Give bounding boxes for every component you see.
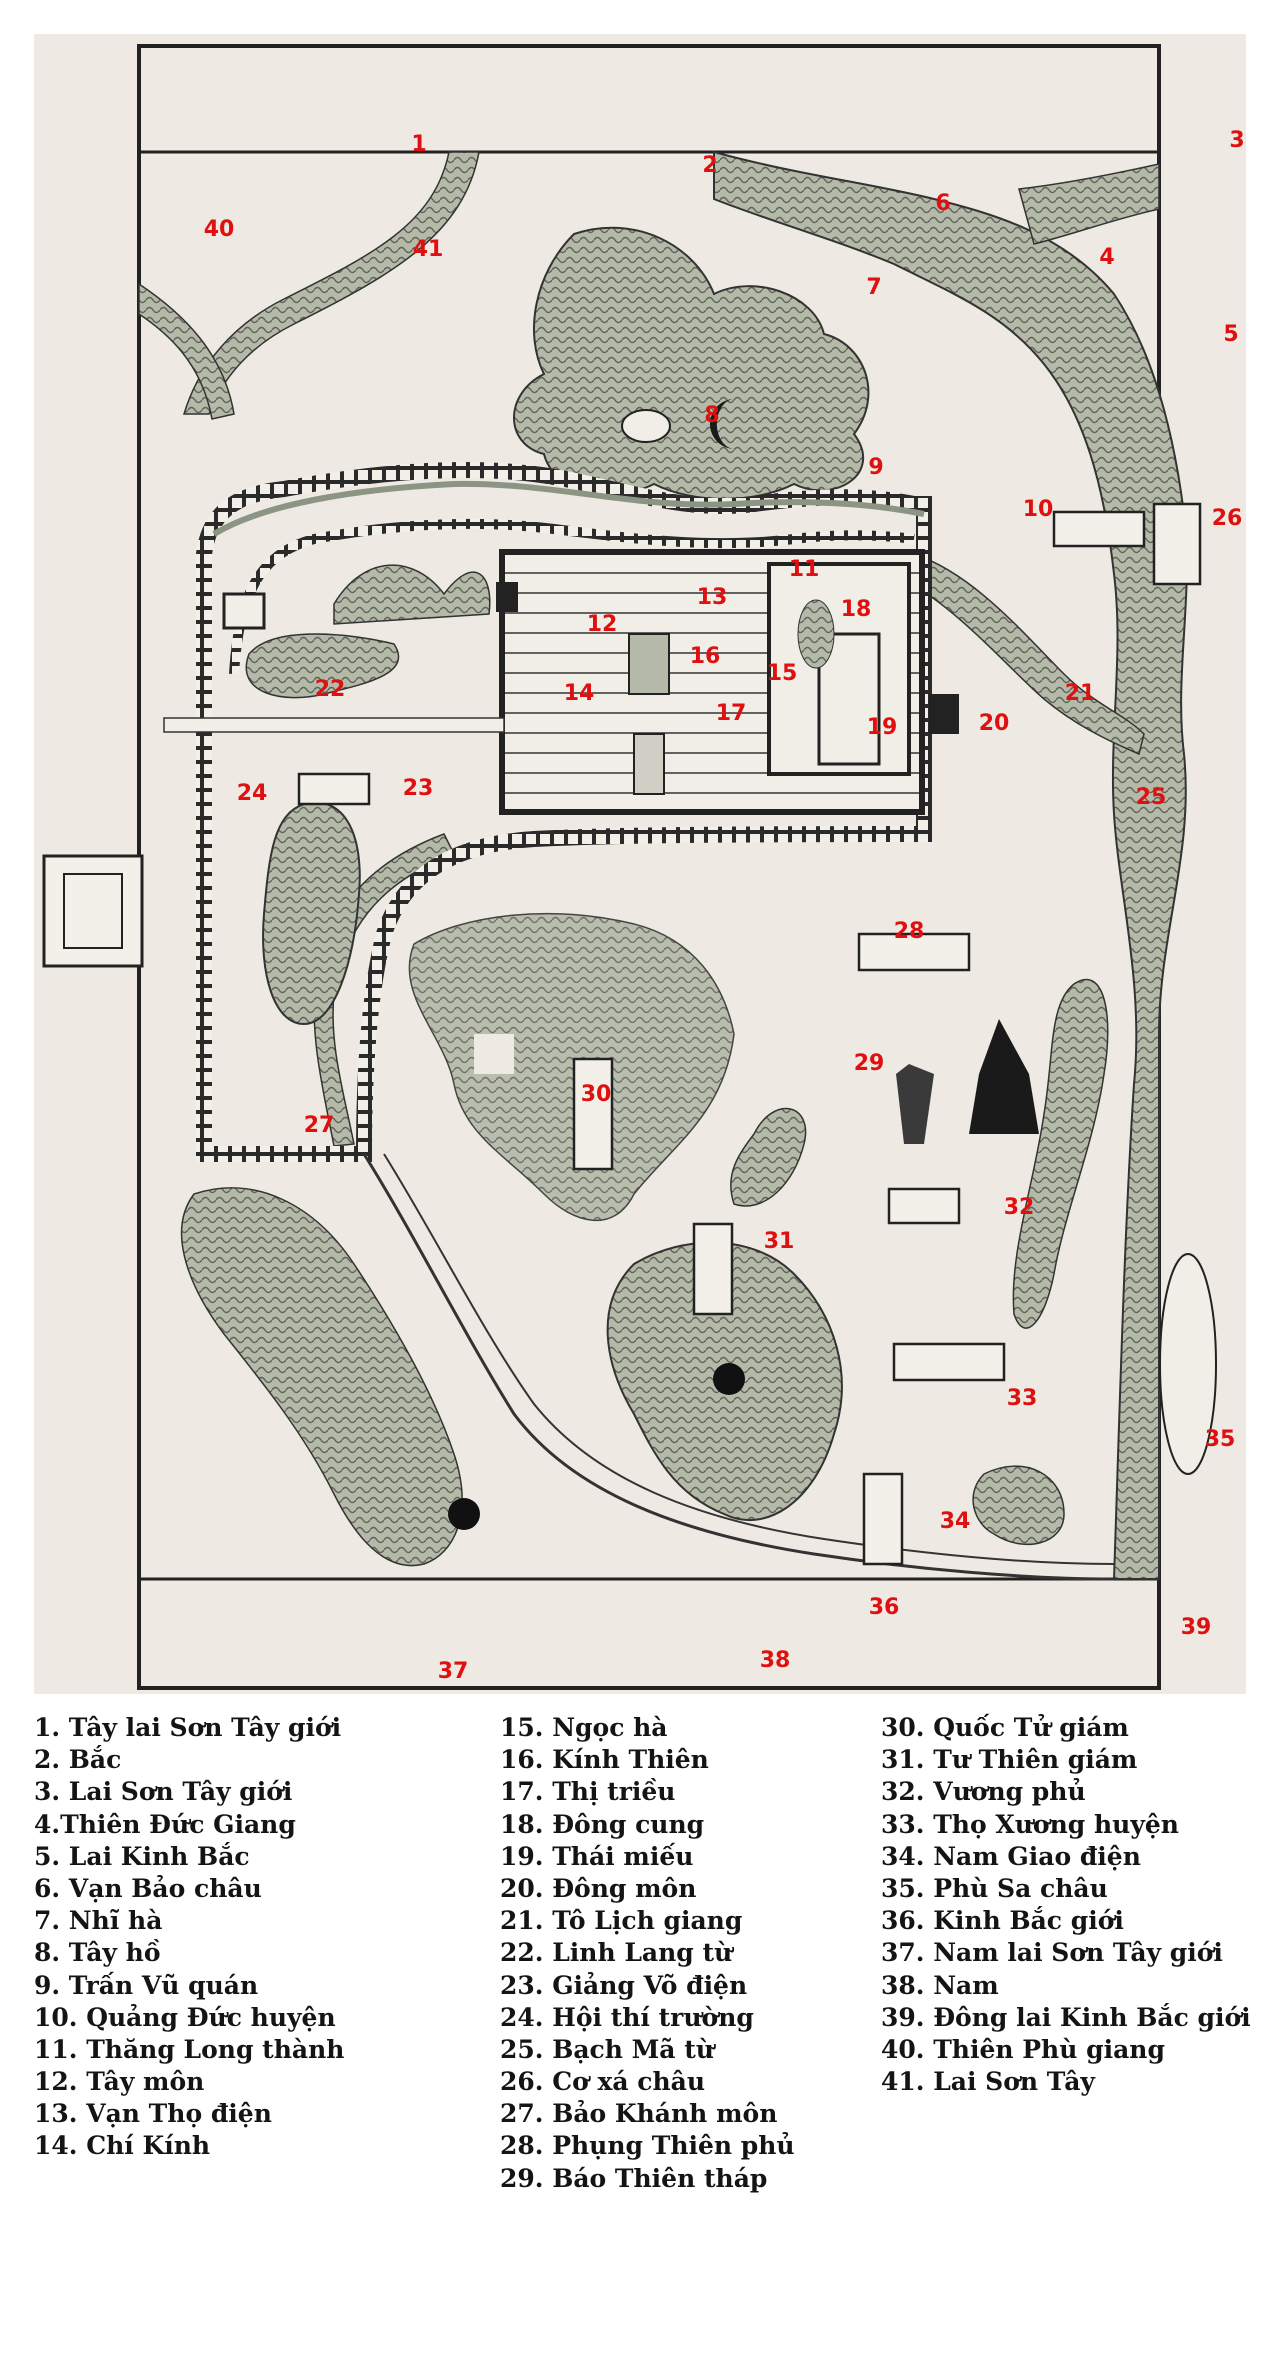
legend-item: 10. Quảng Đức huyện (34, 2002, 336, 2032)
map-marker-2: 2 (702, 153, 718, 178)
map-marker-37: 37 (437, 1659, 469, 1684)
legend-item: 26. Cơ xá châu (500, 2067, 706, 2097)
legend-item: 33. Thọ Xương huyện (881, 1809, 1179, 1839)
legend-item: 35. Phù Sa châu (881, 1873, 1108, 1903)
legend-item: 3. Lai Sơn Tây giới (34, 1777, 293, 1807)
map-marker-19: 19 (866, 715, 898, 740)
map-marker-15: 15 (766, 661, 798, 686)
legend-item: 20. Đông môn (500, 1873, 697, 1903)
legend-item: 6. Vạn Bảo châu (34, 1873, 262, 1903)
legend-item: 12. Tây môn (34, 2067, 205, 2097)
map-marker-33: 33 (1006, 1386, 1038, 1411)
map-marker-3: 3 (1229, 128, 1245, 153)
map-marker-23: 23 (402, 776, 434, 801)
legend-item: 8. Tây hồ (34, 1938, 161, 1968)
map-marker-20: 20 (978, 711, 1010, 736)
map-marker-26: 26 (1211, 506, 1243, 531)
bao-thien-pagoda (969, 1019, 1039, 1134)
map-marker-21: 21 (1064, 681, 1096, 706)
map-marker-1: 1 (411, 132, 427, 157)
map-marker-22: 22 (314, 677, 346, 702)
legend-item: 41. Lai Sơn Tây (881, 2067, 1095, 2097)
legend-item: 14. Chí Kính (34, 2131, 211, 2161)
map-marker-8: 8 (704, 403, 720, 428)
legend-item: 18. Đông cung (500, 1809, 705, 1839)
legend-item: 24. Hội thí trường (500, 2002, 754, 2032)
legend-item: 34. Nam Giao điện (881, 1841, 1141, 1871)
map-marker-29: 29 (853, 1051, 885, 1076)
map-marker-24: 24 (236, 781, 268, 806)
map-marker-17: 17 (715, 701, 747, 726)
map-marker-11: 11 (788, 557, 820, 582)
map-marker-14: 14 (563, 681, 595, 706)
legend-item: 37. Nam lai Sơn Tây giới (881, 1938, 1223, 1968)
legend-item: 21. Tô Lịch giang (500, 1906, 743, 1936)
map-marker-12: 12 (586, 612, 618, 637)
legend-item: 39. Đông lai Kinh Bắc giới (881, 2002, 1251, 2032)
legend-item: 30. Quốc Tử giám (881, 1713, 1129, 1742)
legend-item: 28. Phụng Thiên phủ (500, 2131, 795, 2161)
citadel-wall (196, 462, 932, 1162)
legend-item: 16. Kính Thiên (500, 1745, 709, 1775)
legend-item: 1. Tây lai Sơn Tây giới (34, 1713, 342, 1742)
map-marker-40: 40 (203, 217, 235, 242)
map-marker-35: 35 (1204, 1427, 1236, 1452)
legend-item: 13. Vạn Thọ điện (34, 2099, 272, 2129)
map-marker-36: 36 (868, 1595, 900, 1620)
legend-item: 4.Thiên Đức Giang (34, 1809, 296, 1839)
map-marker-38: 38 (759, 1648, 791, 1673)
legend-item: 7. Nhĩ hà (34, 1906, 163, 1936)
map-marker-5: 5 (1223, 322, 1239, 347)
map-marker-31: 31 (763, 1229, 795, 1254)
map-marker-28: 28 (893, 919, 925, 944)
legend-item: 36. Kinh Bắc giới (881, 1906, 1124, 1936)
map-marker-34: 34 (939, 1509, 971, 1534)
legend-item: 40. Thiên Phù giang (881, 2034, 1165, 2064)
legend-item: 22. Linh Lang từ (500, 1938, 733, 1968)
legend-item: 15. Ngọc hà (500, 1713, 668, 1742)
legend-item: 9. Trấn Vũ quán (34, 1970, 259, 2000)
map-marker-6: 6 (935, 191, 951, 216)
map-marker-18: 18 (840, 597, 872, 622)
map-marker-7: 7 (866, 275, 882, 300)
legend-item: 11. Thăng Long thành (34, 2034, 345, 2064)
legend-item: 25. Bạch Mã từ (500, 2034, 714, 2064)
legend-item: 19. Thái miếu (500, 1841, 694, 1871)
map-marker-27: 27 (303, 1113, 335, 1138)
map-marker-13: 13 (696, 585, 728, 610)
map-marker-32: 32 (1003, 1195, 1035, 1220)
legend-item: 38. Nam (881, 1970, 999, 2000)
legend-item: 5. Lai Kinh Bắc (34, 1841, 250, 1871)
west-lake (513, 226, 870, 500)
map-marker-25: 25 (1135, 785, 1167, 810)
legend-item: 29. Báo Thiên tháp (500, 2163, 768, 2193)
legend-item: 23. Giảng Võ điện (500, 1970, 748, 2000)
map-marker-41: 41 (412, 237, 444, 262)
map-marker-30: 30 (580, 1082, 612, 1107)
map-marker-39: 39 (1180, 1615, 1212, 1640)
map-marker-9: 9 (868, 455, 884, 480)
map-marker-4: 4 (1099, 245, 1115, 270)
legend-item: 17. Thị triều (500, 1777, 676, 1807)
legend-item: 32. Vương phủ (881, 1777, 1086, 1807)
map-marker-16: 16 (689, 644, 721, 669)
legend-item: 31. Tư Thiên giám (881, 1745, 1138, 1775)
legend-item: 2. Bắc (34, 1745, 122, 1775)
legend-item: 27. Bảo Khánh môn (500, 2099, 778, 2129)
map-marker-10: 10 (1022, 497, 1054, 522)
map-drawing (42, 44, 1217, 1690)
